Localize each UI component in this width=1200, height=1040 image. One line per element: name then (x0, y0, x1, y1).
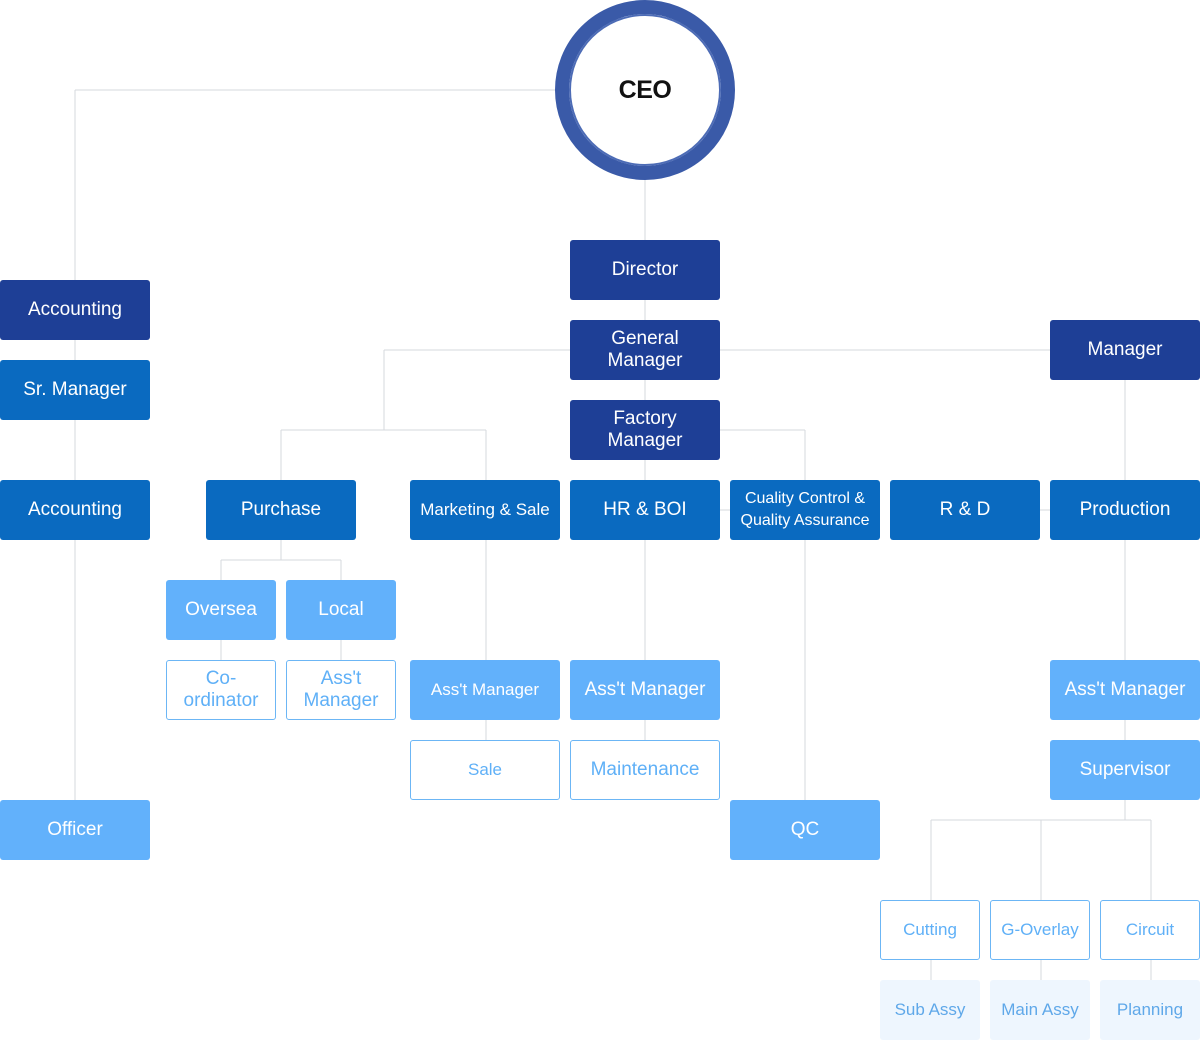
sale-node: Sale (410, 740, 560, 800)
sr-manager-node: Sr. Manager (0, 360, 150, 420)
planning-label: Planning (1116, 1000, 1184, 1019)
coordinator-node: Co- ordinator (166, 660, 276, 720)
factory-manager-node: Factory Manager (570, 400, 720, 460)
factory-manager-label-line1: Factory (613, 408, 677, 429)
purchase-node: Purchase (206, 480, 356, 540)
hr-boi-node: HR & BOI (570, 480, 720, 540)
ceo-node: CEO (555, 0, 735, 180)
supervisor-node: Supervisor (1050, 740, 1200, 800)
purchase-asst-manager-label-line1: Ass't (320, 668, 362, 689)
ceo-label: CEO (618, 75, 672, 104)
oversea-node: Oversea (166, 580, 276, 640)
circuit-node: Circuit (1100, 900, 1200, 960)
accounting-node: Accounting (0, 480, 150, 540)
production-node: Production (1050, 480, 1200, 540)
manager-node: Manager (1050, 320, 1200, 380)
marketing-asst-manager-node: Ass't Manager (410, 660, 560, 720)
accounting-head-label: Accounting (27, 299, 122, 320)
hr-asst-manager-label: Ass't Manager (584, 679, 706, 700)
cutting-label: Cutting (903, 920, 957, 939)
coordinator-label-line2: ordinator (183, 690, 259, 711)
manager-label: Manager (1087, 339, 1163, 360)
director-node: Director (570, 240, 720, 300)
factory-manager-label-line2: Manager (607, 430, 683, 451)
maintenance-label: Maintenance (590, 759, 700, 780)
purchase-asst-manager-label-line2: Manager (303, 690, 379, 711)
hr-asst-manager-node: Ass't Manager (570, 660, 720, 720)
main-assy-label: Main Assy (1001, 1000, 1079, 1019)
production-label: Production (1079, 499, 1171, 520)
sub-assy-label: Sub Assy (894, 1000, 966, 1019)
qc-qa-label-line1: Cuality Control & (744, 490, 866, 507)
rnd-node: R & D (890, 480, 1040, 540)
officer-label: Officer (47, 819, 103, 840)
main-assy-node: Main Assy (990, 980, 1090, 1040)
coordinator-label-line1: Co- (205, 668, 237, 689)
sub-assy-node: Sub Assy (880, 980, 980, 1040)
hr-boi-label: HR & BOI (603, 499, 687, 520)
director-label: Director (611, 259, 679, 280)
oversea-label: Oversea (185, 599, 257, 620)
qc-label: QC (790, 819, 820, 840)
qc-qa-node: Cuality Control & Quality Assurance (730, 480, 880, 540)
sr-manager-label: Sr. Manager (23, 379, 127, 400)
g-overlay-label: G-Overlay (1001, 920, 1079, 939)
accounting-head-node: Accounting (0, 280, 150, 340)
general-manager-label-line2: Manager (607, 350, 683, 371)
production-asst-manager-node: Ass't Manager (1050, 660, 1200, 720)
production-asst-manager-label: Ass't Manager (1064, 679, 1186, 700)
purchase-label: Purchase (240, 499, 322, 520)
circuit-label: Circuit (1125, 920, 1175, 939)
cutting-node: Cutting (880, 900, 980, 960)
marketing-asst-manager-label: Ass't Manager (430, 680, 540, 699)
general-manager-label-line1: General (611, 328, 679, 349)
officer-node: Officer (0, 800, 150, 860)
qc-node: QC (730, 800, 880, 860)
planning-node: Planning (1100, 980, 1200, 1040)
rnd-label: R & D (939, 499, 991, 520)
purchase-asst-manager-node: Ass't Manager (286, 660, 396, 720)
qc-qa-label-line2: Quality Assurance (740, 512, 870, 529)
general-manager-node: General Manager (570, 320, 720, 380)
sale-label: Sale (467, 760, 503, 779)
accounting-label: Accounting (27, 499, 122, 520)
marketing-sale-node: Marketing & Sale (410, 480, 560, 540)
supervisor-label: Supervisor (1079, 759, 1171, 780)
local-node: Local (286, 580, 396, 640)
marketing-sale-label: Marketing & Sale (420, 500, 550, 519)
maintenance-node: Maintenance (570, 740, 720, 800)
local-label: Local (318, 599, 364, 620)
g-overlay-node: G-Overlay (990, 900, 1090, 960)
